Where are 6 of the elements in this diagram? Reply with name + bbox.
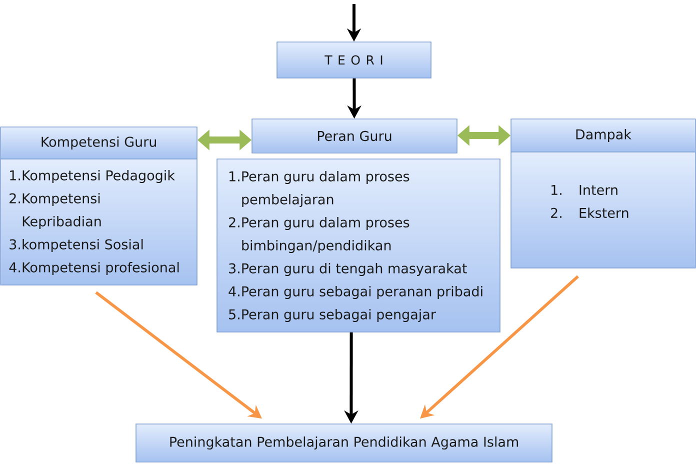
list-box: 1.Peran guru dalam proses pembelajaran 2.Peran guru dalam proses bimbingan/pendidikan 3.Peran guru di tengah masyarakat 4.Peran guru sebagai peranan pribadi 5.Peran guru sebagai pengajar <box>216 158 500 332</box>
header-box: Kompetensi Guru <box>0 126 198 160</box>
process-box: T E O R I <box>276 42 432 78</box>
header-box: Peran Guru <box>252 118 458 154</box>
header-box: Dampak <box>510 118 696 152</box>
process-box: Peningkatan Pembelajaran Pendidikan Agama Islam <box>136 424 552 462</box>
